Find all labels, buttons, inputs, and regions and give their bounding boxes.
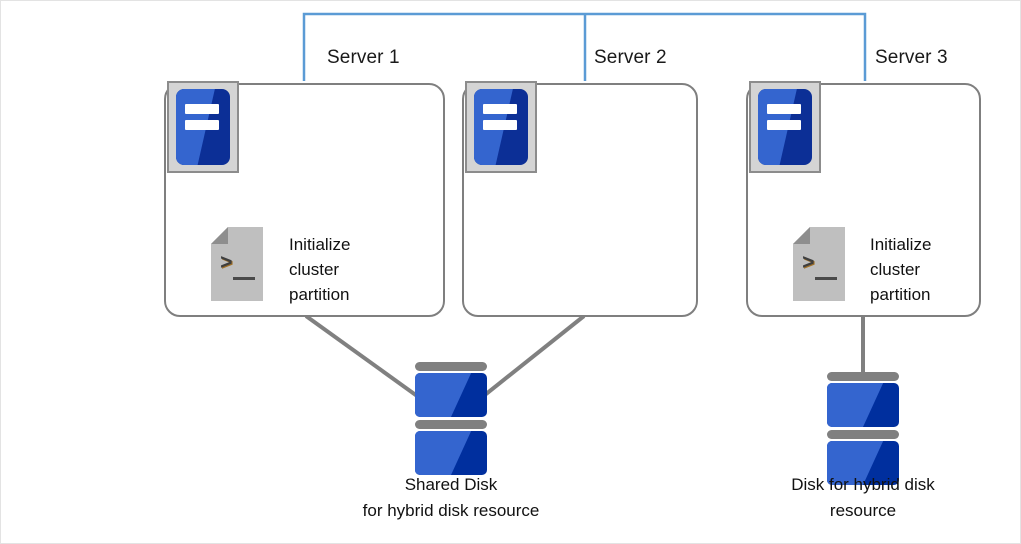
disk-stack-icon bbox=[827, 372, 899, 485]
disk-platter-highlight bbox=[827, 383, 884, 427]
disk-platter-1 bbox=[415, 373, 487, 417]
server-icon-bar-2 bbox=[185, 120, 219, 131]
server-icon-body bbox=[176, 89, 230, 165]
server-icon-bar-2 bbox=[767, 120, 801, 131]
server-1-task-label: Initialize cluster partition bbox=[289, 235, 351, 305]
disk-bar-top bbox=[827, 372, 899, 381]
server-icon-body bbox=[758, 89, 812, 165]
connector-server1-shared-disk bbox=[304, 314, 433, 408]
disk-bar-middle bbox=[827, 430, 899, 439]
prompt-glyph: > bbox=[220, 253, 233, 276]
connector-server2-shared-disk bbox=[469, 314, 586, 408]
server-icon bbox=[465, 81, 537, 173]
server-3-title: Server 3 bbox=[875, 47, 948, 68]
disk-platter-2 bbox=[415, 431, 487, 475]
local-disk-caption: Disk for hybrid disk resource bbox=[791, 475, 935, 520]
server-icon bbox=[167, 81, 239, 173]
network-bus bbox=[302, 12, 867, 81]
disk-bar-top bbox=[415, 362, 487, 371]
prompt-glyph: > bbox=[802, 253, 815, 276]
disk-bar-middle bbox=[415, 420, 487, 429]
cursor-glyph bbox=[233, 277, 255, 280]
server-3-task-label: Initialize cluster partition bbox=[870, 235, 932, 305]
server-1-title: Server 1 bbox=[327, 47, 400, 68]
disk-platter-2 bbox=[827, 441, 899, 485]
disk-platter-1 bbox=[827, 383, 899, 427]
disk-platter-highlight bbox=[415, 373, 472, 417]
server-icon-bar-1 bbox=[483, 104, 517, 115]
server-icon-bar-2 bbox=[483, 120, 517, 131]
script-document-icon: > bbox=[793, 227, 845, 301]
shared-disk-caption: Shared Disk for hybrid disk resource bbox=[362, 475, 540, 520]
server-icon-bar-1 bbox=[185, 104, 219, 115]
server-icon-body bbox=[474, 89, 528, 165]
server-icon-bar-1 bbox=[767, 104, 801, 115]
server-icon bbox=[749, 81, 821, 173]
script-document-icon: > bbox=[211, 227, 263, 301]
document-fold-corner bbox=[211, 227, 228, 244]
disk-platter-highlight bbox=[415, 431, 472, 475]
document-fold-corner bbox=[793, 227, 810, 244]
disk-stack-icon bbox=[415, 362, 487, 475]
server-2-title: Server 2 bbox=[594, 47, 667, 68]
cursor-glyph bbox=[815, 277, 837, 280]
